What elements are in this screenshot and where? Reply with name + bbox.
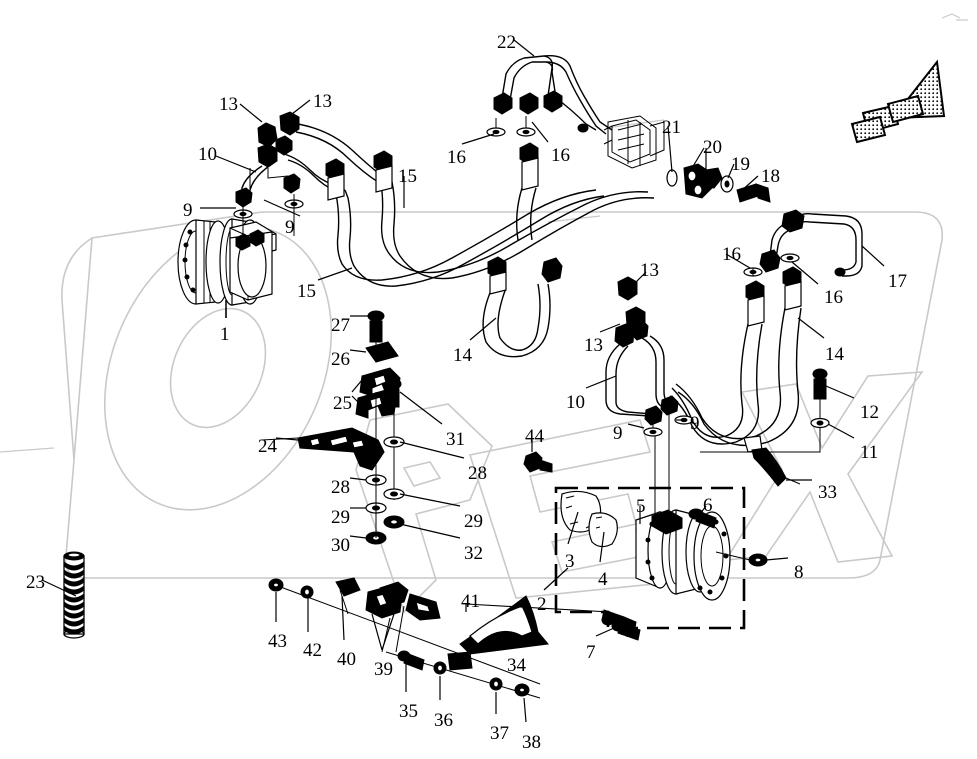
callout-22: 22 (497, 32, 516, 53)
callout-16c: 16 (722, 244, 741, 265)
callout-16: 16 (447, 147, 466, 168)
callout-42: 42 (303, 640, 322, 661)
orientation-arrow-icon (850, 59, 946, 144)
callout-30: 30 (331, 535, 350, 556)
callout-9c: 9 (613, 423, 623, 444)
o-ring-21-and-coupling-20 (666, 163, 771, 203)
callout-14b: 14 (825, 344, 844, 365)
callout-16d: 16 (824, 287, 843, 308)
watermark-stray-marks (0, 13, 968, 453)
tube-22-assembly (486, 55, 613, 241)
callout-10b: 10 (566, 392, 585, 413)
callout-14: 14 (453, 345, 472, 366)
valve-block-21 (603, 115, 665, 169)
callout-8: 8 (794, 562, 804, 583)
callout-10: 10 (198, 144, 217, 165)
watermark-plate-outline (61, 211, 944, 579)
callout-5: 5 (636, 496, 646, 517)
pedal-linkage-assembly (268, 577, 637, 699)
callout-27: 27 (331, 315, 350, 336)
callout-1: 1 (220, 324, 230, 345)
watermark-letter-x (724, 371, 924, 563)
callout-34: 34 (507, 655, 526, 676)
callout-20: 20 (703, 137, 722, 158)
callout-3: 3 (565, 551, 575, 572)
callout-33: 33 (818, 482, 837, 503)
callout-13b: 13 (313, 91, 332, 112)
left-fitting-cluster (233, 111, 383, 238)
callout-16b: 16 (551, 145, 570, 166)
plate-33 (743, 435, 801, 487)
callout-9d: 9 (690, 413, 700, 434)
travel-motor-assembly-left (177, 218, 277, 306)
hose-15-pair (325, 150, 655, 287)
callout-23: 23 (26, 572, 45, 593)
callout-15: 15 (398, 166, 417, 187)
motor-port-fittings (235, 229, 265, 251)
callout-12: 12 (860, 402, 879, 423)
callout-21: 21 (662, 117, 681, 138)
watermark-letter-o (103, 225, 333, 511)
travel-motor-assembly-right (560, 490, 768, 641)
callout-37: 37 (490, 723, 509, 744)
tube-17-assembly (743, 209, 863, 327)
callout-35: 35 (399, 701, 418, 722)
callout-29b: 29 (464, 511, 483, 532)
bolt-12-washer-11 (700, 368, 830, 453)
callout-13c: 13 (640, 260, 659, 281)
callout-7: 7 (586, 642, 596, 663)
callout-41: 41 (461, 591, 480, 612)
callout-9b: 9 (285, 217, 295, 238)
callout-32: 32 (464, 543, 483, 564)
callout-38: 38 (522, 732, 541, 753)
callout-25: 25 (333, 393, 352, 414)
callout-29: 29 (331, 507, 350, 528)
callout-44: 44 (525, 426, 544, 447)
callout-4: 4 (598, 569, 608, 590)
callout-6: 6 (703, 495, 713, 516)
callout-leaders (41, 39, 885, 723)
callout-39: 39 (374, 659, 393, 680)
callout-31: 31 (446, 429, 465, 450)
clamp-stack-assembly (261, 310, 405, 545)
hose-14-center (482, 256, 563, 358)
callout-40: 40 (337, 649, 356, 670)
callout-2: 2 (537, 594, 547, 615)
callout-28b: 28 (331, 477, 350, 498)
callout-19: 19 (731, 154, 750, 175)
callout-13d: 13 (584, 335, 603, 356)
callout-36: 36 (434, 710, 453, 731)
group-box-2 (554, 486, 746, 630)
callout-28: 28 (468, 463, 487, 484)
callout-26: 26 (331, 349, 350, 370)
callout-24: 24 (258, 436, 277, 457)
fitting-44 (523, 440, 553, 473)
callout-43: 43 (268, 631, 287, 652)
callout-17: 17 (888, 271, 907, 292)
callout-13: 13 (219, 94, 238, 115)
callout-9: 9 (183, 200, 193, 221)
callout-11: 11 (860, 442, 879, 463)
callout-15b: 15 (297, 281, 316, 302)
hose-sleeve-23 (63, 551, 85, 639)
callout-18: 18 (761, 166, 780, 187)
